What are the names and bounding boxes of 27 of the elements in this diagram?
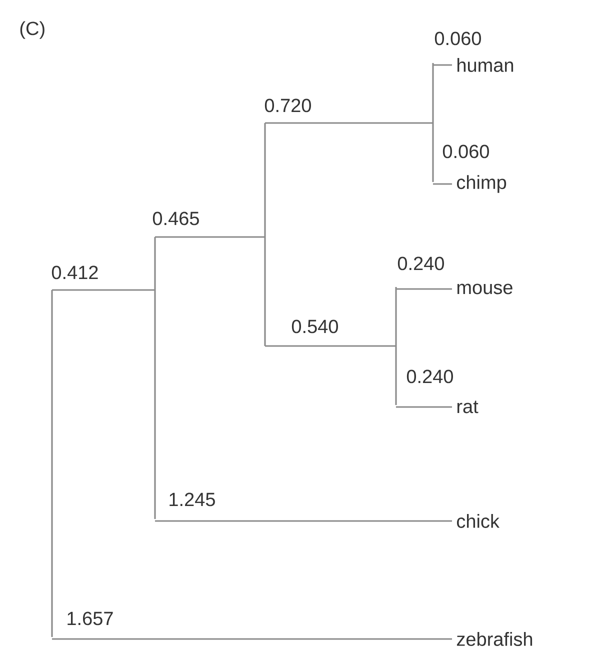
leaf-label: human bbox=[458, 58, 514, 72]
branch-length: 1.657 bbox=[65, 610, 115, 626]
branch-length: 0.540 bbox=[290, 318, 340, 334]
branch-length: 0.720 bbox=[263, 98, 313, 114]
tree-branch bbox=[155, 236, 265, 238]
panel-letter: (C) bbox=[20, 21, 44, 39]
branch-length: 0.060 bbox=[433, 30, 483, 46]
leaf-label: chick bbox=[457, 514, 500, 528]
branch-length: 0.060 bbox=[441, 144, 491, 160]
leaf-label: mouse bbox=[457, 284, 512, 294]
tree-branch bbox=[52, 289, 155, 291]
branch-length: 0.412 bbox=[50, 264, 100, 280]
tree-branch bbox=[396, 288, 452, 290]
leaf-label: zebrafish bbox=[456, 632, 532, 646]
tree-branch bbox=[265, 345, 396, 347]
branch-length: 0.240 bbox=[405, 368, 455, 384]
tree-branch bbox=[155, 520, 452, 522]
tree-branch bbox=[433, 64, 452, 66]
branch-length: 1.245 bbox=[167, 492, 217, 508]
tree-branch bbox=[52, 638, 452, 640]
tree-branch bbox=[396, 406, 452, 408]
branch-length: 0.465 bbox=[151, 210, 201, 226]
tree-branch bbox=[433, 183, 452, 185]
branch-length: 0.240 bbox=[396, 256, 446, 272]
leaf-label: rat bbox=[457, 400, 478, 414]
leaf-label: chimp bbox=[457, 175, 506, 193]
tree-branch bbox=[265, 122, 433, 124]
